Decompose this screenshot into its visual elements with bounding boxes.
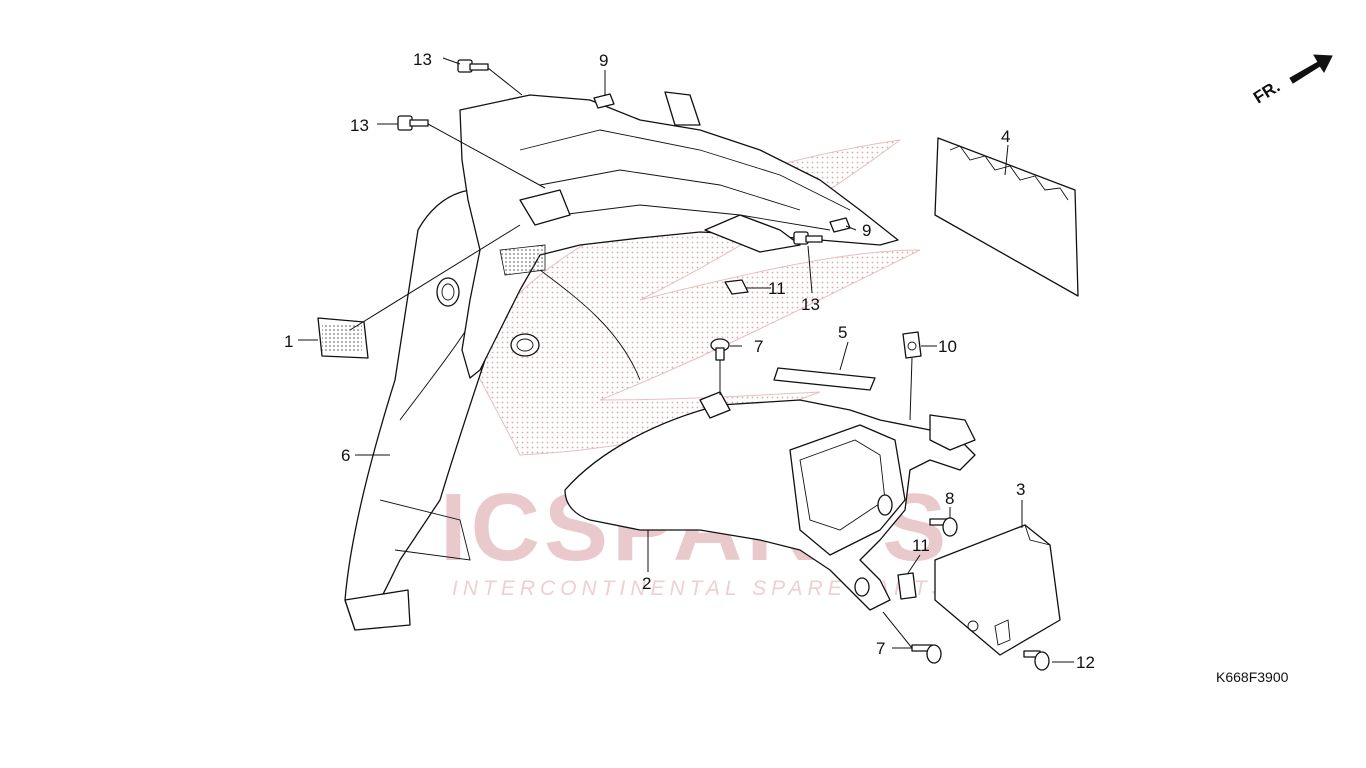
- bolt-7a: [710, 338, 730, 361]
- part-inner-fender: [564, 391, 976, 611]
- callout-7: 7: [754, 337, 763, 356]
- callout-13: 13: [350, 116, 369, 135]
- callout-10: 10: [938, 337, 957, 356]
- callout-3: 3: [1016, 480, 1025, 499]
- front-direction-label: FR.: [1250, 77, 1283, 108]
- front-direction-indicator: FR.: [1250, 54, 1333, 108]
- part-reflector: [317, 317, 369, 359]
- watermark-wing-logo: [469, 139, 921, 456]
- bolt-13b: [397, 115, 429, 131]
- bolt-12: [1023, 650, 1050, 671]
- clip-11a: [724, 279, 749, 295]
- callout-8: 8: [945, 489, 954, 508]
- callout-2: 2: [642, 574, 651, 593]
- part-rubber-strip: [773, 367, 876, 391]
- clip-9a: [593, 93, 615, 109]
- part-rear-cover: [934, 524, 1061, 656]
- bolt-13c: [793, 231, 823, 245]
- callout-labels: 13 13 9 4 9 11 13 1 5 7 10 6 3 8 11 2 7 …: [284, 50, 1095, 672]
- callout-7: 7: [876, 639, 885, 658]
- bolt-13a: [457, 59, 489, 73]
- callout-9: 9: [862, 221, 871, 240]
- clip-10: [902, 331, 922, 359]
- callout-6: 6: [341, 446, 350, 465]
- callout-11: 11: [912, 536, 930, 555]
- watermark-tagline: INTERCONTINENTAL SPARE PARTS: [452, 577, 951, 600]
- front-arrow-icon: [1289, 54, 1333, 84]
- part-mud-flap: [934, 137, 1079, 297]
- clip-11b: [897, 572, 917, 600]
- leader-lines: [298, 57, 1074, 663]
- part-rear-frame-cover: [459, 91, 899, 381]
- callout-12: 12: [1076, 653, 1095, 672]
- callout-13: 13: [413, 50, 432, 69]
- callout-5: 5: [838, 323, 847, 342]
- callout-1: 1: [284, 332, 293, 351]
- callout-11: 11: [768, 279, 786, 298]
- callout-13: 13: [801, 295, 820, 314]
- bolt-7b: [911, 644, 942, 664]
- callout-4: 4: [1001, 127, 1010, 146]
- diagram-code: K668F3900: [1216, 669, 1289, 685]
- callout-9: 9: [599, 51, 608, 70]
